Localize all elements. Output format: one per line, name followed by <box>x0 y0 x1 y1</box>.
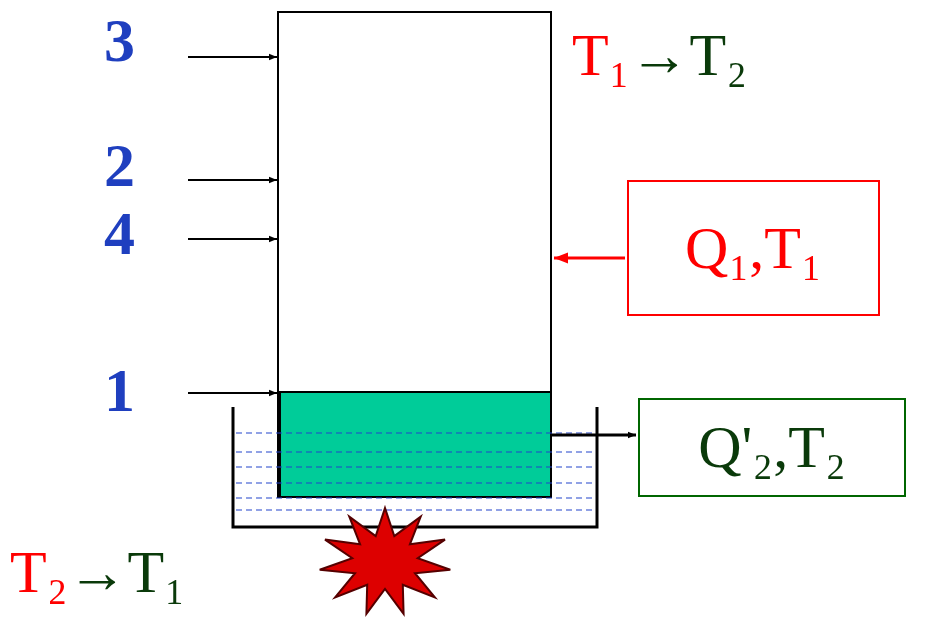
gas-volume <box>280 392 551 497</box>
heat-output-box: Q'₂,T₂ <box>638 398 906 497</box>
water-line <box>236 466 594 467</box>
heat-in-arrow <box>554 257 625 260</box>
state-number: 2 <box>104 134 135 196</box>
state-number: 1 <box>104 359 135 421</box>
state-pointer <box>188 392 277 394</box>
heat-out-arrow <box>552 434 636 437</box>
cylinder-wall <box>278 12 551 497</box>
state-number: 3 <box>104 9 135 71</box>
water-line <box>236 482 594 483</box>
state-pointer <box>188 238 277 240</box>
bath-water <box>236 433 594 510</box>
heat-label: Q₁,T₁ <box>685 218 822 278</box>
heat-input-box: Q₁,T₁ <box>627 180 880 316</box>
water-line <box>236 509 594 510</box>
water-line <box>236 432 594 433</box>
state-pointer <box>188 56 277 58</box>
water-line <box>236 497 594 498</box>
water-line <box>236 451 594 452</box>
flame-symbol <box>320 508 451 614</box>
heat-label: Q'₂,T₂ <box>698 417 846 477</box>
state-pointer <box>188 179 277 181</box>
temperature-change: T₂→T₁ <box>10 542 185 602</box>
temperature-change: T₁→T₂ <box>572 25 747 85</box>
state-number: 4 <box>104 202 135 264</box>
